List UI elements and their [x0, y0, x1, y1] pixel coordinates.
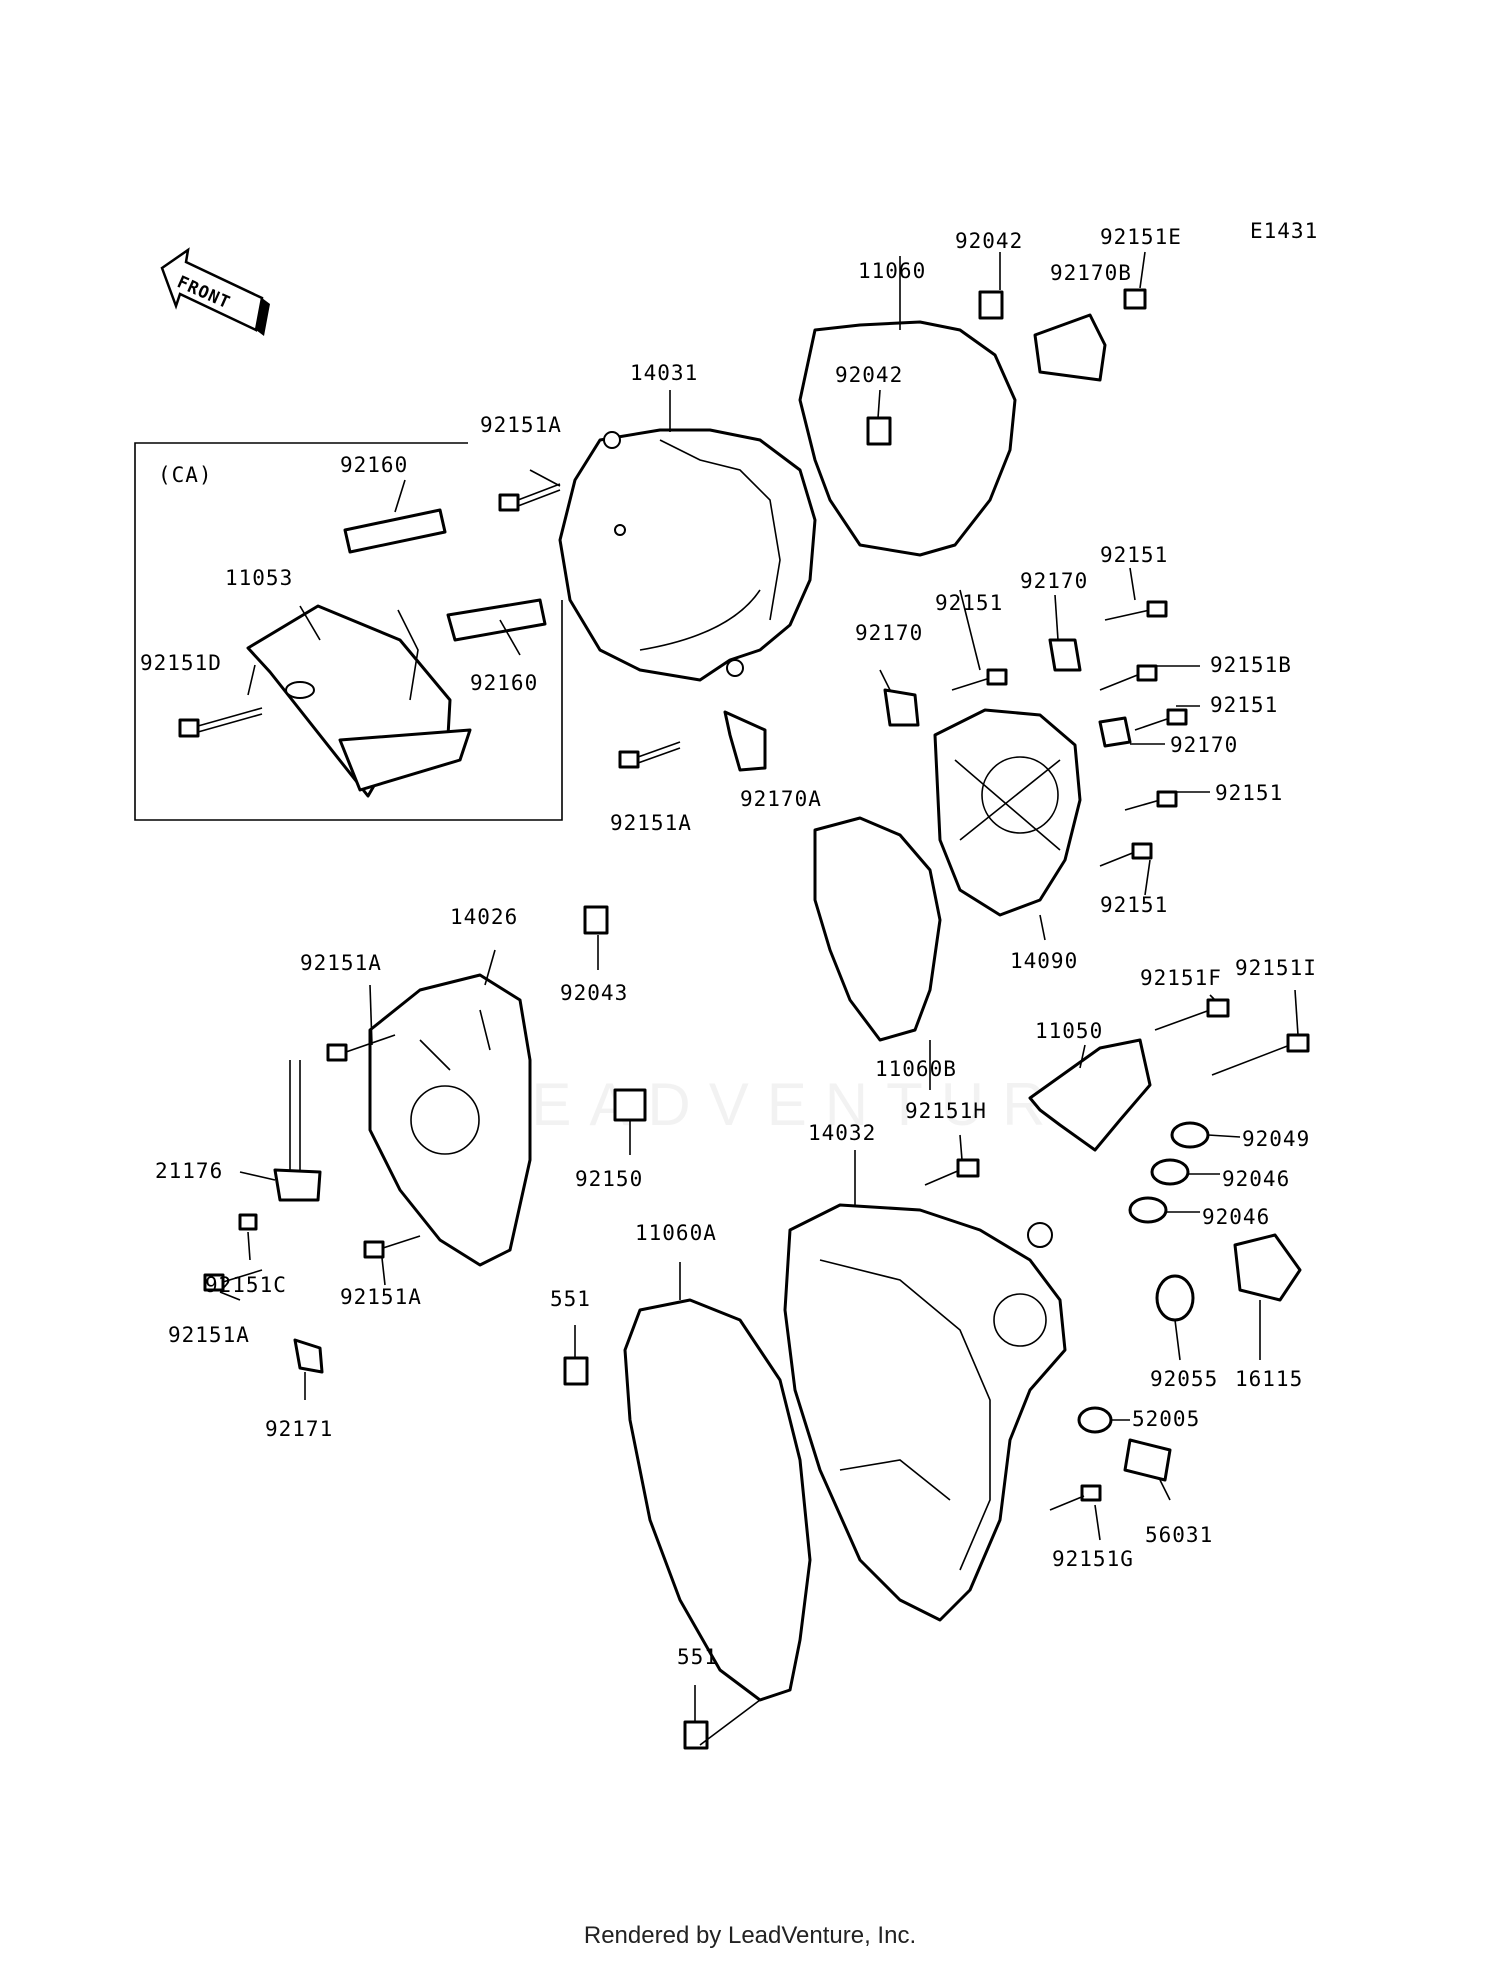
callout-11060: 11060: [858, 259, 926, 283]
bolts-92151-group: [951, 600, 1188, 867]
callout-551: 551: [550, 1287, 591, 1311]
part-14090-cover: [933, 708, 1082, 917]
callout-92042: 92042: [955, 229, 1023, 253]
part-14031-cover: [558, 428, 817, 682]
callout-92151c: 92151C: [205, 1273, 287, 1297]
callout-92151h: 92151H: [905, 1099, 987, 1123]
callout-92151a-5: 92151A: [168, 1323, 250, 1347]
part-52005-seal: [1077, 1406, 1113, 1434]
callout-551-2: 551: [677, 1645, 718, 1669]
callout-92150: 92150: [575, 1167, 643, 1191]
callout-14026: 14026: [450, 905, 518, 929]
part-92170-clamp: [883, 688, 920, 727]
callout-92151a-3: 92151A: [300, 951, 382, 975]
part-551-dowel-2: [683, 1720, 709, 1750]
callout-92170-2: 92170: [855, 621, 923, 645]
bolt-92151e: [1123, 288, 1147, 310]
part-92160-label-2: [446, 598, 547, 642]
callout-92042-2: 92042: [835, 363, 903, 387]
callout-92151i: 92151I: [1235, 956, 1317, 980]
part-92043-dowel: [583, 905, 609, 935]
part-14026-cover: [368, 973, 532, 1267]
footer-credit: Rendered by LeadVenture, Inc.: [583, 1922, 917, 1949]
callout-14090: 14090: [1010, 949, 1078, 973]
part-11060a-gasket: [623, 1298, 812, 1702]
callout-92170b: 92170B: [1050, 261, 1132, 285]
callout-92151-2: 92151: [935, 591, 1003, 615]
bolt-92151g: [1080, 1484, 1102, 1502]
callout-92171: 92171: [265, 1417, 333, 1441]
callout-92170a: 92170A: [740, 787, 822, 811]
part-16115-cap: [1233, 1233, 1302, 1302]
callout-92151a-2: 92151A: [610, 811, 692, 835]
callout-11050: 11050: [1035, 1019, 1103, 1043]
part-56031-label: [1123, 1438, 1172, 1482]
part-92150-pin: [613, 1088, 647, 1122]
part-92042-dowel: [978, 290, 1004, 320]
callout-92046-2: 92046: [1202, 1205, 1270, 1229]
callout-92160-2: 92160: [470, 671, 538, 695]
callout-14032: 14032: [808, 1121, 876, 1145]
callout-21176: 21176: [155, 1159, 223, 1183]
bolt-92151d: [178, 707, 263, 738]
part-92049-seal: [1170, 1121, 1210, 1149]
callout-92151g: 92151G: [1052, 1547, 1134, 1571]
callout-92046: 92046: [1222, 1167, 1290, 1191]
watermark: LEADVENTURE: [480, 1071, 1122, 1138]
part-92170b-bracket: [1033, 313, 1107, 382]
callout-52005: 52005: [1132, 1407, 1200, 1431]
bolts-92151a-left: [203, 1034, 421, 1292]
callout-92160: 92160: [340, 453, 408, 477]
callout-56031: 56031: [1145, 1523, 1213, 1547]
callout-92049: 92049: [1242, 1127, 1310, 1151]
part-92170-clamp-2: [1048, 638, 1082, 672]
part-11060-gasket: [798, 320, 1017, 557]
callout-92151d: 92151D: [140, 651, 222, 675]
callout-11053: 11053: [225, 566, 293, 590]
part-92170-clamp-3: [1098, 716, 1132, 748]
part-11060b-gasket: [813, 816, 942, 1042]
part-92046-bearing-2: [1128, 1196, 1168, 1224]
part-92160-label: [343, 508, 447, 554]
callout-92151b: 92151B: [1210, 653, 1292, 677]
part-14032-cover: [783, 1203, 1067, 1622]
diagram-code: E1431: [1250, 219, 1318, 243]
callout-92151: 92151: [1100, 543, 1168, 567]
callout-92055: 92055: [1150, 1367, 1218, 1391]
callout-92151f: 92151F: [1140, 966, 1222, 990]
part-92046-bearing: [1150, 1158, 1190, 1186]
callout-11060b: 11060B: [875, 1057, 957, 1081]
bolt-92151a-mid: [618, 741, 681, 769]
callout-92151-4: 92151: [1215, 781, 1283, 805]
callout-14031: 14031: [630, 361, 698, 385]
callout-92043: 92043: [560, 981, 628, 1005]
callout-11060a: 11060A: [635, 1221, 717, 1245]
ca-inset-box: (CA): [134, 442, 563, 821]
callout-92151-5: 92151: [1100, 893, 1168, 917]
part-92171-clamp: [293, 1338, 324, 1374]
callout-92151e: 92151E: [1100, 225, 1182, 249]
callout-labels: 92042 92151E 11060 92170B 14031 92042 92…: [140, 225, 1317, 1669]
callout-92151a-4: 92151A: [340, 1285, 422, 1309]
inset-label: (CA): [158, 463, 213, 487]
callout-92170: 92170: [1020, 569, 1088, 593]
part-92042-dowel-2: [866, 416, 892, 446]
part-92055-oring: [1155, 1274, 1195, 1322]
part-21176-sensor: [273, 1060, 322, 1202]
part-11050-bracket: [1028, 1038, 1152, 1152]
callout-92170-3: 92170: [1170, 733, 1238, 757]
callout-92151a: 92151A: [480, 413, 562, 437]
front-arrow-icon: FRONT: [160, 247, 270, 336]
part-92170a-clamp: [723, 710, 767, 772]
callout-16115: 16115: [1235, 1367, 1303, 1391]
callout-92151-3: 92151: [1210, 693, 1278, 717]
leader-lines: [219, 251, 1299, 1746]
bolt-92151a-upper: [498, 483, 561, 512]
part-551-dowel: [563, 1356, 589, 1386]
bolts-long-group: [924, 998, 1310, 1186]
